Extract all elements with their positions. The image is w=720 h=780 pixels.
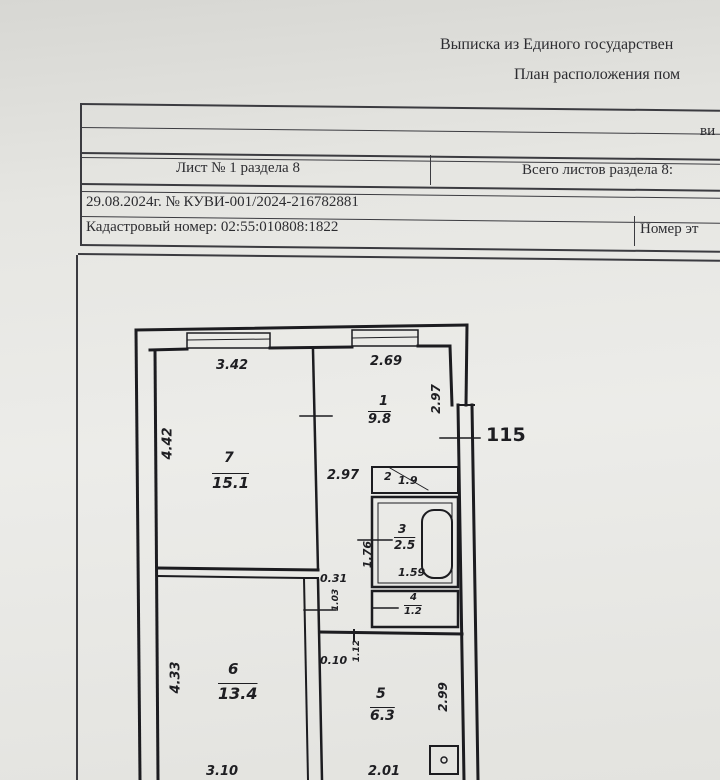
room-area: 9.8 [368, 412, 392, 427]
form-border [430, 155, 431, 185]
room-area: 1.2 [404, 606, 422, 617]
dimension-label: 1.59 [398, 566, 426, 579]
partition-wall [316, 578, 324, 780]
document-number: 29.08.2024г. № КУВИ-001/2024-216782881 [86, 194, 359, 210]
dimension-label: 4.33 [168, 661, 184, 694]
room-number: 7 [224, 450, 234, 466]
room-area: 15.1 [212, 474, 250, 492]
room-area: 2.5 [394, 538, 416, 552]
outer-wall [153, 348, 160, 780]
door-mark [389, 467, 429, 491]
room-area: 6.3 [370, 708, 395, 724]
dimension-label: 2.99 [435, 682, 450, 712]
dimension-label: 0.31 [320, 572, 348, 585]
cadastral-number: Кадастровый номер: 02:55:010808:1822 [86, 219, 339, 235]
dimension-label: 1.76 [361, 540, 375, 569]
partition-wall [302, 576, 310, 780]
total-sheets-label: Всего листов раздела 8: [522, 162, 674, 178]
room-number: 1 [379, 394, 389, 409]
floor-number-label: Номер эт [640, 221, 699, 237]
room-number: 6 [228, 660, 239, 678]
stove [429, 745, 459, 775]
sheet-label: Лист № 1 раздела 8 [176, 160, 300, 176]
form-border [80, 103, 82, 245]
outer-wall [134, 328, 142, 780]
partition-wall [311, 348, 320, 572]
dimension-label: 2.69 [370, 354, 403, 369]
outer-wall [268, 345, 354, 350]
corridor-closet [371, 466, 459, 494]
outer-wall [464, 323, 469, 407]
dimension-label: 1.03 [331, 588, 342, 612]
bathtub [421, 509, 453, 579]
window [186, 332, 271, 349]
stove-burner [440, 756, 448, 764]
room-number: 2 [384, 470, 392, 483]
dimension-label: 3.42 [216, 358, 249, 373]
bathroom-room [370, 495, 460, 589]
window [186, 338, 271, 341]
room-number: 3 [398, 522, 407, 536]
dimension-label: 2.01 [368, 764, 401, 779]
form-border [76, 255, 78, 780]
outer-wall [134, 323, 469, 332]
room-number: 4 [410, 592, 417, 603]
partition-wall [318, 630, 464, 636]
dimension-label: 0.10 [320, 654, 348, 667]
outer-wall [448, 344, 454, 407]
dimension-label: 2.97 [327, 468, 360, 483]
dimension-label: 4.42 [160, 427, 176, 460]
elevation-mark: 115 [486, 424, 526, 446]
form-border [634, 216, 635, 246]
row-fragment: ви [700, 123, 716, 139]
dimension-label: 2.97 [428, 384, 443, 414]
partition-wall [156, 574, 306, 580]
dimension-label: 3.10 [206, 764, 239, 779]
outer-wall [470, 403, 480, 780]
window [351, 336, 419, 339]
document-title: Выписка из Единого государствен [440, 36, 674, 53]
room-area: 1.9 [398, 474, 418, 487]
outer-wall [148, 347, 189, 352]
dimension-label: 1.12 [352, 639, 363, 663]
toilet-room [370, 589, 460, 629]
partition-wall [156, 566, 320, 572]
document-subtitle: План расположения пом [514, 66, 681, 83]
room-area: 13.4 [218, 684, 258, 703]
room-number: 5 [376, 686, 386, 702]
